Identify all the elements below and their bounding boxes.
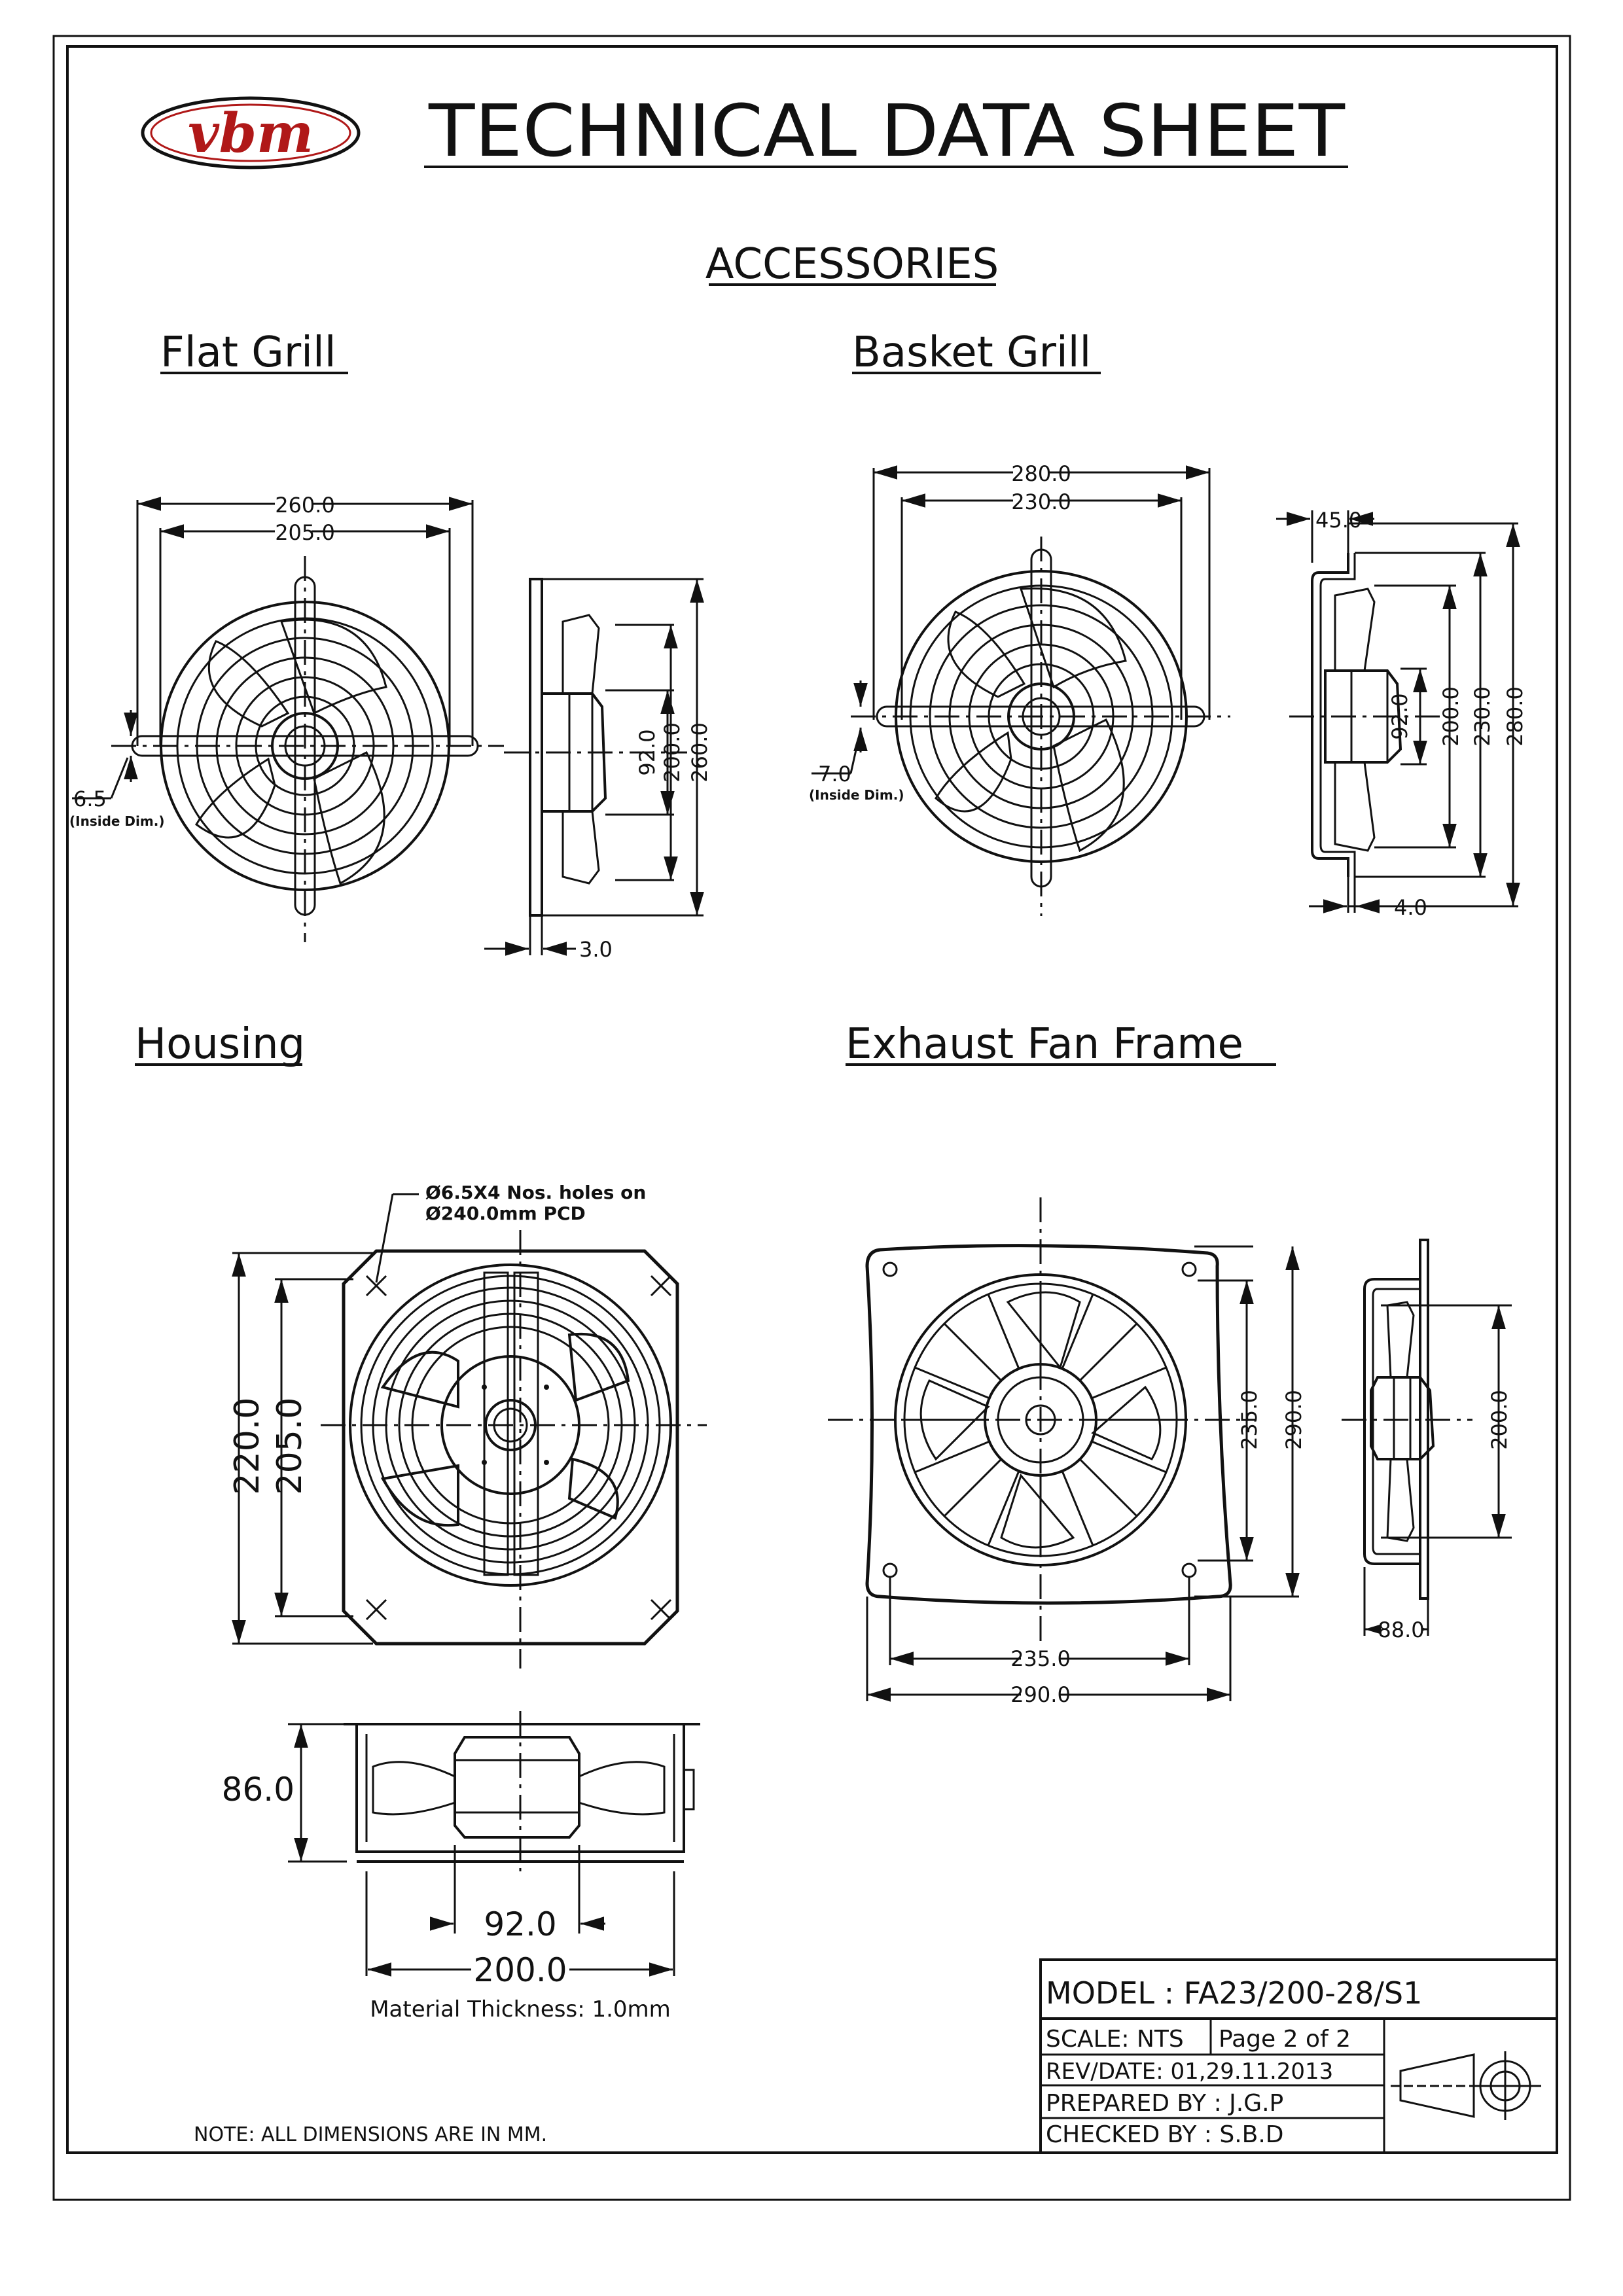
- housing-material-thickness: Material Thickness: 1.0mm: [370, 1996, 671, 2022]
- flat-grill-heading: Flat Grill: [160, 328, 336, 377]
- basket-grill-ring: 200.0: [1438, 686, 1463, 747]
- housing-holes-note-line1: Ø6.5X4 Nos. holes on: [425, 1182, 646, 1203]
- flat-grill-side-height: 260.0: [687, 722, 712, 783]
- exhaust-fan-frame-front-view: [828, 1197, 1300, 1706]
- frame-outer-width: 290.0: [1010, 1682, 1071, 1707]
- basket-grill-heading: Basket Grill: [852, 328, 1091, 377]
- basket-grill-hole-note: (Inside Dim.): [809, 787, 904, 803]
- basket-grill-depth: 45.0: [1315, 508, 1362, 533]
- housing-depth: 86.0: [222, 1771, 294, 1809]
- tb-scale: SCALE: NTS: [1046, 2026, 1184, 2053]
- basket-grill-outer-height: 280.0: [1503, 686, 1527, 747]
- housing-heading: Housing: [135, 1020, 305, 1069]
- dimensions-note: NOTE: ALL DIMENSIONS ARE IN MM.: [194, 2123, 547, 2146]
- basket-grill-flange: 4.0: [1394, 895, 1427, 920]
- exhaust-fan-frame-heading: Exhaust Fan Frame: [846, 1020, 1243, 1069]
- basket-grill-inner-width: 230.0: [1011, 489, 1071, 514]
- tb-page: Page 2 of 2: [1219, 2026, 1351, 2053]
- flat-grill-hub: 92.0: [635, 729, 660, 775]
- third-angle-projection-icon: [1391, 2051, 1541, 2120]
- frame-outer-height: 290.0: [1281, 1390, 1306, 1450]
- flat-grill-hole: 6.5: [73, 786, 107, 811]
- vbm-logo: vbm: [141, 96, 361, 169]
- housing-hub: 92.0: [484, 1905, 556, 1943]
- title-block: [1039, 1958, 1558, 2154]
- tb-rev-date: REV/DATE: 01,29.11.2013: [1046, 2058, 1333, 2085]
- basket-grill-overall-width: 280.0: [1011, 461, 1071, 486]
- flat-grill-side-view: [484, 578, 704, 956]
- flat-grill-hole-note: (Inside Dim.): [69, 813, 164, 829]
- logo-text: vbm: [188, 102, 313, 165]
- housing-inner-height: 205.0: [270, 1398, 310, 1495]
- basket-grill-side-view: [1276, 510, 1520, 913]
- exhaust-fan-frame-side-view: [1342, 1239, 1512, 1641]
- housing-front-view: [232, 1193, 707, 1669]
- housing-width: 200.0: [473, 1951, 567, 1989]
- tb-model: MODEL : FA23/200-28/S1: [1046, 1975, 1422, 2011]
- tb-checked-by: CHECKED BY : S.B.D: [1046, 2121, 1284, 2148]
- frame-inner-height: 235.0: [1237, 1390, 1262, 1450]
- frame-inner-width: 235.0: [1010, 1646, 1071, 1671]
- housing-side-view: [288, 1711, 700, 1977]
- page-title: TECHNICAL DATA SHEET: [428, 89, 1346, 173]
- housing-holes-note-line2: Ø240.0mm PCD: [425, 1203, 586, 1224]
- inner-border: [66, 45, 1558, 2154]
- tb-prepared-by: PREPARED BY : J.G.P: [1046, 2090, 1283, 2117]
- flat-grill-overall-width: 260.0: [275, 493, 335, 518]
- flat-grill-front-view: [72, 491, 504, 942]
- basket-grill-front-view: [812, 459, 1230, 916]
- housing-outer-height: 220.0: [228, 1398, 267, 1495]
- basket-grill-hub: 92.0: [1387, 693, 1412, 739]
- flat-grill-depth: 3.0: [579, 937, 613, 962]
- flat-grill-inner-width: 205.0: [275, 520, 335, 545]
- basket-grill-hole: 7.0: [818, 762, 851, 786]
- outer-border: [52, 35, 1571, 2201]
- flat-grill-ring: 200.0: [660, 722, 685, 783]
- basket-grill-inner-height: 230.0: [1470, 686, 1495, 747]
- section-subtitle: ACCESSORIES: [705, 240, 999, 289]
- frame-side-height: 200.0: [1487, 1390, 1512, 1450]
- frame-depth: 88.0: [1378, 1617, 1424, 1642]
